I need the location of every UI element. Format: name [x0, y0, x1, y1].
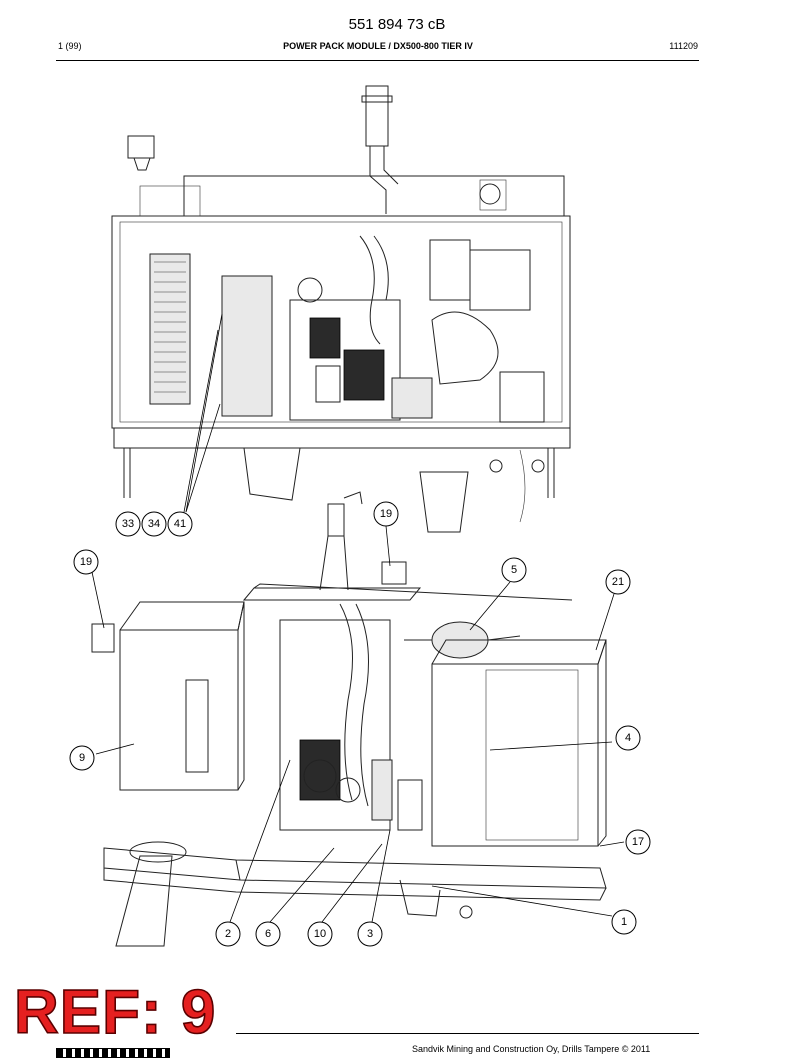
svg-text:21: 21 — [612, 576, 624, 588]
svg-text:41: 41 — [174, 518, 186, 530]
callout-4: 4 — [615, 725, 641, 751]
svg-text:3: 3 — [367, 928, 373, 940]
svg-text:19: 19 — [380, 508, 392, 520]
callout-3: 3 — [357, 921, 383, 947]
callout-9: 9 — [69, 745, 95, 771]
svg-text:19: 19 — [80, 556, 92, 568]
sandvik-logo — [56, 1048, 170, 1058]
svg-text:5: 5 — [511, 564, 517, 576]
callout-41: 41 — [167, 511, 193, 537]
callout-2: 2 — [215, 921, 241, 947]
svg-text:4: 4 — [625, 732, 631, 744]
svg-text:10: 10 — [314, 928, 326, 940]
callout-17: 17 — [625, 829, 651, 855]
svg-text:34: 34 — [148, 518, 160, 530]
page-number: 1 (99) — [58, 41, 82, 51]
callout-19-left: 19 — [73, 549, 99, 575]
svg-text:9: 9 — [79, 752, 85, 764]
callout-34: 34 — [141, 511, 167, 537]
callout-19-center: 19 — [373, 501, 399, 527]
svg-text:6: 6 — [265, 928, 271, 940]
callout-6: 6 — [255, 921, 281, 947]
svg-text:1: 1 — [621, 916, 627, 928]
page-title: POWER PACK MODULE / DX500-800 TIER IV — [283, 41, 473, 51]
svg-text:17: 17 — [632, 836, 644, 848]
svg-text:33: 33 — [122, 518, 134, 530]
header-rule — [56, 60, 699, 61]
callout-33: 33 — [115, 511, 141, 537]
reference-stamp: REF: 9 — [13, 978, 217, 1047]
top-view-drawing — [111, 85, 571, 533]
callout-21: 21 — [605, 569, 631, 595]
callout-5: 5 — [501, 557, 527, 583]
svg-text:2: 2 — [225, 928, 231, 940]
footer-rule — [236, 1033, 699, 1034]
footer-copyright: Sandvik Mining and Construction Oy, Dril… — [412, 1044, 651, 1054]
isometric-view-drawing — [91, 491, 607, 947]
leader-lines — [91, 313, 625, 923]
callout-1: 1 — [611, 909, 637, 935]
callout-10: 10 — [307, 921, 333, 947]
document-number: 551 894 73 cB — [348, 16, 446, 33]
revision-date: 111209 — [669, 41, 698, 51]
